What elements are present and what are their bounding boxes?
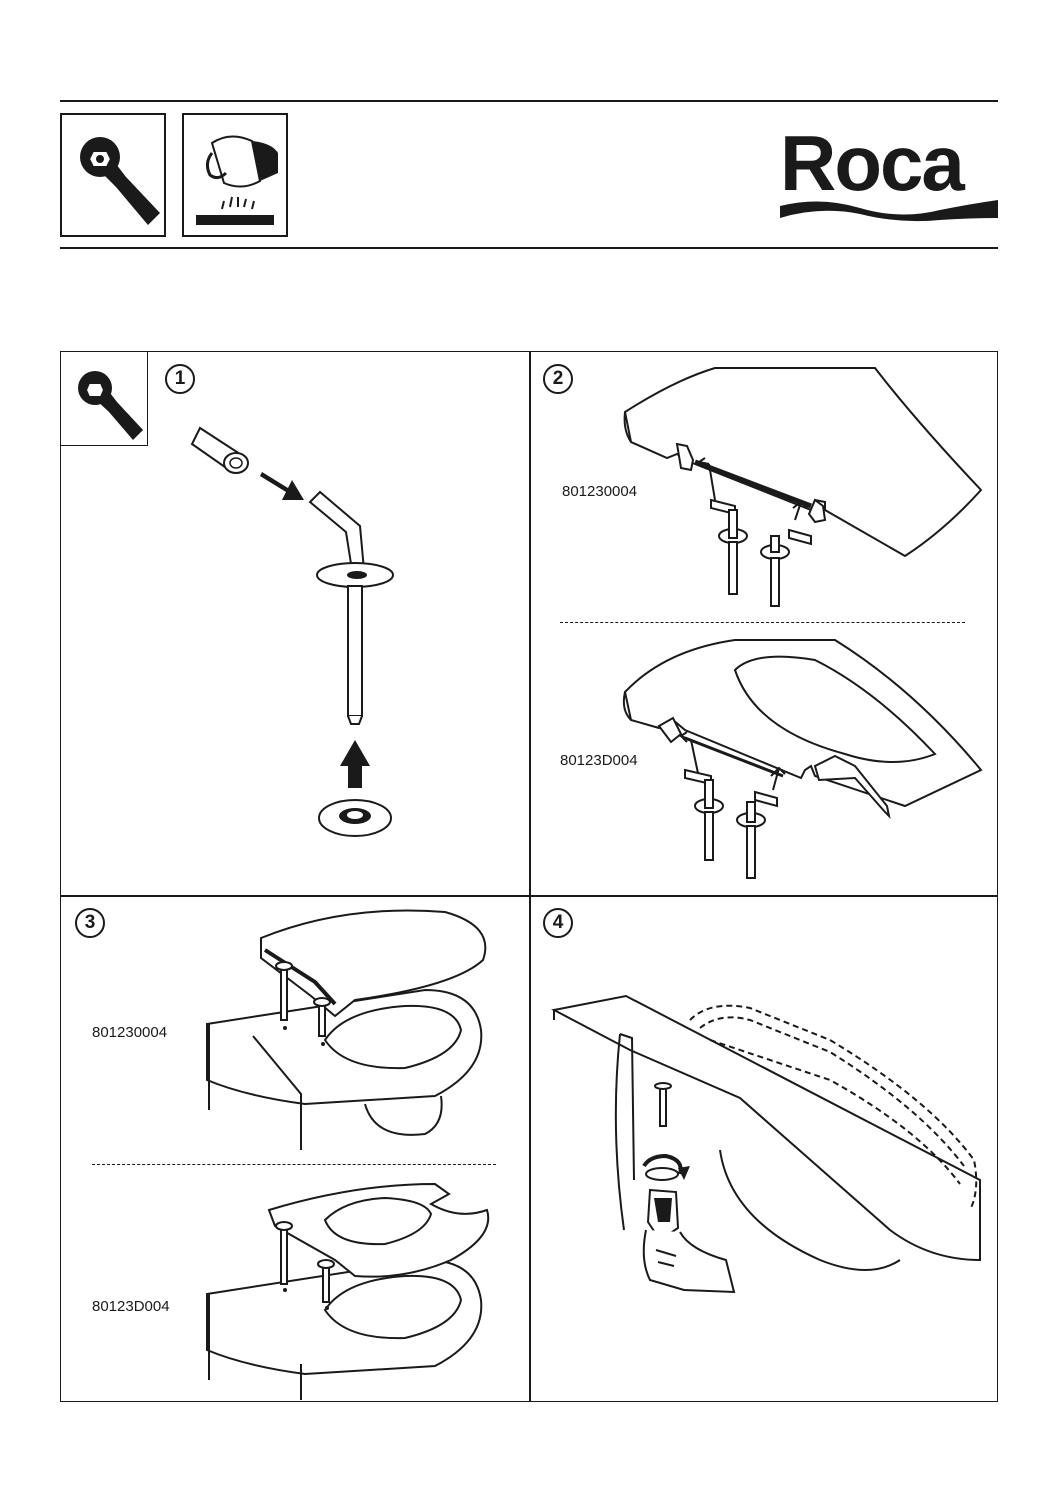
- step-number-4: 4: [543, 908, 573, 938]
- step1-sleeve: [190, 426, 249, 474]
- instruction-grid: [60, 351, 998, 1402]
- header-top-rule: [60, 100, 998, 102]
- step4-illustration: [551, 994, 981, 1294]
- step2-model-code-a: 801230004: [562, 483, 638, 500]
- header-bottom-rule: [60, 247, 998, 249]
- step-number-3: 3: [75, 908, 105, 938]
- step3-separator: [92, 1164, 496, 1165]
- step2-illustration-a: [623, 367, 983, 607]
- step1-washer: [318, 799, 392, 837]
- roca-logo: Roca: [780, 119, 965, 207]
- step3-illustration-a: [206, 909, 487, 1150]
- step-number-1: 1: [165, 364, 195, 394]
- step-number-2: 2: [543, 364, 573, 394]
- roca-logo-wave: [780, 200, 998, 222]
- step3-illustration-b: [206, 1182, 490, 1400]
- grid-horizontal-divider: [61, 895, 997, 897]
- step2-illustration-b: [622, 639, 983, 879]
- header-wipe-icon-box: [182, 113, 288, 237]
- wrench-icon: [78, 371, 143, 440]
- step3-model-code-b: 80123D004: [92, 1298, 170, 1315]
- step2-separator: [560, 622, 965, 623]
- header-wrench-icon-box: [60, 113, 166, 237]
- step1-arrow-up: [340, 740, 370, 788]
- step1-wrench-icon-box: [60, 351, 148, 446]
- step1-arrow-diagonal: [260, 472, 304, 500]
- step3-model-code-a: 801230004: [92, 1024, 168, 1041]
- wrench-icon: [80, 137, 160, 225]
- step2-model-code-b: 80123D004: [560, 752, 638, 769]
- step1-bent-pin: [308, 490, 394, 725]
- grid-vertical-divider: [529, 352, 531, 1401]
- wipe-clean-icon: [196, 135, 278, 225]
- step1-illustration: [190, 426, 394, 837]
